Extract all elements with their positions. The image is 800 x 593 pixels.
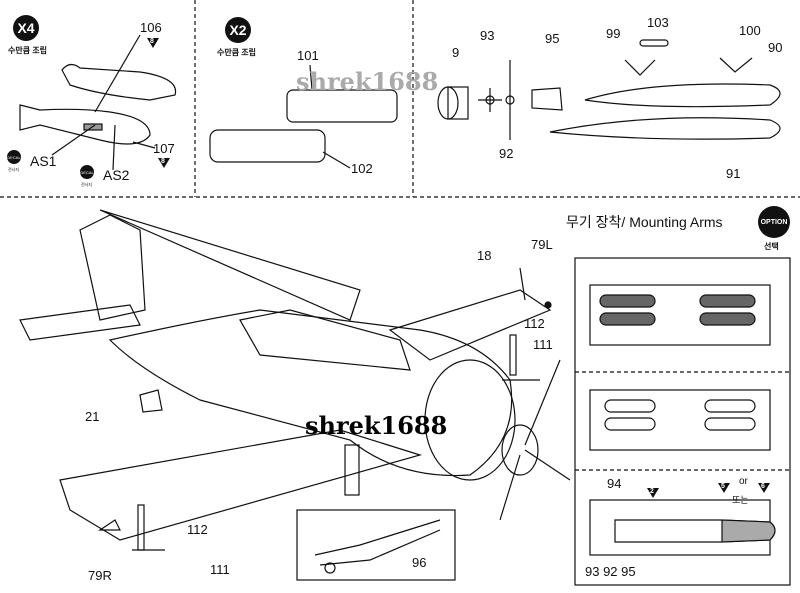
part-label: 112	[187, 522, 208, 537]
part-label: 99	[606, 26, 621, 41]
part-label: 111	[533, 337, 553, 352]
assembly-note: 수만큼 조립	[217, 48, 257, 57]
part-label: 107	[153, 141, 175, 156]
part-label: 93	[480, 28, 495, 43]
part-label: 96	[412, 555, 427, 570]
part-label: 112	[524, 316, 545, 331]
part-label: 101	[297, 48, 319, 63]
part-label: 95	[545, 31, 560, 46]
tri-label: 5	[721, 483, 725, 490]
decal-icon: DECAL	[7, 150, 21, 164]
step-triangle-icon: 6	[758, 483, 770, 493]
part-label: 106	[140, 20, 162, 35]
or-label: or	[739, 476, 748, 487]
part-label: 18	[477, 248, 492, 263]
decal-icon: DECAL	[80, 165, 94, 179]
part-label: 79L	[531, 237, 553, 252]
decal-label: AS1	[30, 153, 57, 169]
part-label: 102	[351, 161, 373, 176]
decal-sub: 전사지	[81, 182, 93, 187]
tri-label: 6	[761, 483, 765, 490]
tri-label: 8	[161, 158, 165, 165]
part-label: 103	[647, 15, 669, 30]
tri-label: 2	[650, 488, 654, 495]
step-triangle-icon: 8	[147, 38, 159, 48]
part-label: 111	[210, 562, 230, 577]
part-label: 9	[452, 45, 460, 60]
watermark: shrek1688	[296, 67, 439, 96]
part-label: 94	[607, 476, 622, 491]
decal-sub: 전사지	[8, 167, 20, 172]
watermark: shrek1688	[305, 411, 448, 440]
option-sub: 선택	[764, 242, 779, 251]
part-label: 93 92 95	[585, 564, 636, 579]
quantity-badge-x4: X4	[13, 15, 39, 41]
part-label: 79R	[88, 568, 112, 583]
part-label: 91	[726, 166, 741, 181]
part-label: 21	[85, 409, 100, 424]
part-label: 92	[499, 146, 514, 161]
quantity-badge-x2: X2	[225, 17, 251, 43]
tri-label: 8	[150, 38, 154, 45]
or-label-ko: 또는	[732, 495, 749, 505]
part-label: 90	[768, 40, 783, 55]
step-triangle-icon: 5	[718, 483, 730, 493]
step-triangle-icon: 8	[158, 158, 170, 168]
mounting-title: 무기 장착/ Mounting Arms	[566, 214, 723, 230]
part-label: 100	[739, 23, 761, 38]
assembly-note: 수만큼 조립	[8, 46, 48, 55]
step-triangle-icon: 2	[647, 488, 659, 498]
option-badge: OPTION	[758, 206, 790, 238]
decal-label: AS2	[103, 167, 130, 183]
